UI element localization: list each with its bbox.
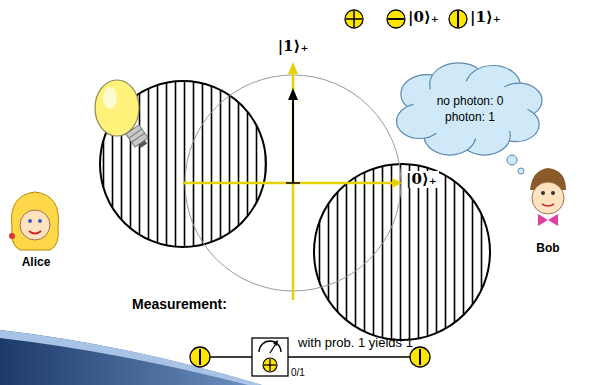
light-bulb	[95, 80, 150, 150]
cloud-text: photon: 1	[445, 110, 495, 126]
legend-text: |1⟩₊	[470, 9, 501, 26]
slide-band-edge	[0, 330, 262, 385]
right-filter	[314, 164, 490, 340]
state-label: |1⟩₊	[278, 38, 309, 55]
alice-face	[9, 192, 59, 250]
section-heading: Measurement:	[132, 296, 227, 312]
measurement-note: with prob. 1 yields 1	[298, 336, 413, 351]
state-label: |0⟩₊	[404, 171, 439, 188]
person-name: Alice	[22, 256, 51, 270]
cloud-text: no photon: 0	[437, 94, 504, 110]
outcome-label: 0/1	[291, 367, 305, 379]
basis-axes	[183, 62, 402, 300]
horizontal-state-symbol	[387, 10, 405, 28]
slide-band	[0, 330, 262, 385]
basis-symbol	[345, 10, 363, 28]
person-name: Bob	[536, 242, 559, 256]
thought-cloud: no photon: 0photon: 1	[398, 70, 542, 150]
bob-face	[530, 168, 566, 226]
legend-text: |0⟩₊	[408, 9, 439, 26]
vertical-state-symbol	[449, 10, 467, 28]
